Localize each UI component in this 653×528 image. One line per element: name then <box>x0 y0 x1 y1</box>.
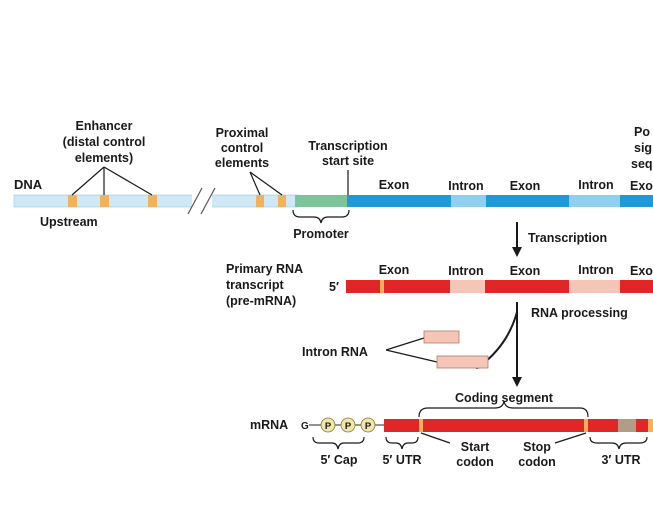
enhancer-subtitle: elements) <box>75 151 133 165</box>
five-prime-cap: P P P <box>320 417 376 433</box>
dna-break-gap <box>192 190 212 212</box>
transcription-label: Transcription <box>528 231 607 245</box>
pre-mrna-exon-label: Exon <box>379 263 410 277</box>
phosphate-circle <box>340 417 356 433</box>
dna-exon-label: Exo <box>630 179 653 193</box>
dna-exon-label: Exon <box>510 179 541 193</box>
five-cap-bracket <box>312 436 365 450</box>
pre-mrna-exon <box>485 280 569 293</box>
enhancer-subtitle: (distal control <box>63 135 146 149</box>
enhancer-element <box>148 195 157 207</box>
proximal-pointer-lines <box>249 171 283 196</box>
dna-label: DNA <box>14 177 43 192</box>
phosphate-circle <box>320 417 336 433</box>
pre-mrna-exon <box>346 280 450 293</box>
coding-segment-label: Coding segment <box>455 391 554 405</box>
promoter-segment <box>295 195 347 207</box>
five-utr-label: 5′ UTR <box>382 453 421 467</box>
five-utr-bracket <box>385 436 419 450</box>
phosphate-circle <box>360 417 376 433</box>
dna-exon <box>486 195 569 207</box>
tss-label: start site <box>322 154 374 168</box>
mrna-strand <box>384 419 653 432</box>
pre-mrna-label: Primary RNA <box>226 262 303 276</box>
stop-codon-marker <box>584 419 588 432</box>
start-codon-pointer <box>420 432 451 444</box>
stop-codon-label: Stop <box>523 440 551 454</box>
dna-exon-label: Exon <box>379 178 410 192</box>
intron-rna-label: Intron RNA <box>302 345 368 359</box>
pre-mrna-exon-marker <box>380 280 384 293</box>
intron-rna-pointer-lines <box>385 337 438 363</box>
excised-intron <box>423 330 460 344</box>
pre-mrna-exon-label: Exo <box>630 264 653 278</box>
dna-break-mark <box>200 187 216 215</box>
enhancer-title: Enhancer <box>76 119 133 133</box>
pre-mrna-label: transcript <box>226 278 284 292</box>
coding-segment-bracket <box>418 400 589 418</box>
three-utr-label: 3′ UTR <box>601 453 640 467</box>
enhancer-element <box>68 195 77 207</box>
promoter-label: Promoter <box>293 227 349 241</box>
pre-mrna-label: (pre-mRNA) <box>226 294 296 308</box>
mrna-body <box>384 419 653 432</box>
pre-mrna-intron-label: Intron <box>578 263 613 277</box>
pre-mrna-strand <box>346 280 653 293</box>
phosphate-label: P <box>325 421 332 432</box>
poly-a-signal-label: sig <box>634 141 652 155</box>
proximal-label: control <box>221 141 263 155</box>
start-codon-marker <box>419 419 423 432</box>
phosphate-label: P <box>365 421 372 432</box>
phosphate-label: P <box>345 421 352 432</box>
pre-mrna-exon-label: Exon <box>510 264 541 278</box>
proximal-label: elements <box>215 156 269 170</box>
poly-a-signal-region <box>618 419 636 432</box>
excised-intron <box>436 355 489 369</box>
cap-g-label: G <box>301 421 309 432</box>
poly-a-marker <box>648 419 653 432</box>
five-prime-label: 5′ <box>329 280 339 294</box>
proximal-element <box>256 195 264 207</box>
upstream-label: Upstream <box>40 215 98 229</box>
pre-mrna-intron <box>450 280 485 293</box>
promoter-bracket <box>292 209 350 224</box>
dna-intron-label: Intron <box>578 178 613 192</box>
dna-exon <box>347 195 451 207</box>
dna-exon <box>620 195 653 207</box>
dna-strand <box>13 187 653 215</box>
dna-break-mark <box>187 187 203 215</box>
start-codon-label: codon <box>456 455 494 469</box>
tss-label: Transcription <box>308 139 387 153</box>
pre-mrna-intron-label: Intron <box>448 264 483 278</box>
poly-a-signal-label: sequ <box>631 157 653 171</box>
stop-codon-label: codon <box>518 455 556 469</box>
poly-a-signal-label: Po <box>634 125 650 139</box>
three-utr-bracket <box>589 436 648 450</box>
stop-codon-pointer <box>554 432 587 444</box>
enhancer-pointer-lines <box>71 166 153 196</box>
dna-intron <box>451 195 486 207</box>
proximal-label: Proximal <box>216 126 269 140</box>
pre-mrna-intron <box>569 280 620 293</box>
dna-intron-label: Intron <box>448 179 483 193</box>
pre-mrna-exon <box>620 280 653 293</box>
enhancer-element <box>100 195 109 207</box>
start-codon-label: Start <box>461 440 490 454</box>
rna-processing-label: RNA processing <box>531 306 628 320</box>
five-cap-label: 5′ Cap <box>320 453 357 467</box>
dna-intron <box>569 195 620 207</box>
mrna-label: mRNA <box>250 418 288 432</box>
proximal-element <box>278 195 286 207</box>
